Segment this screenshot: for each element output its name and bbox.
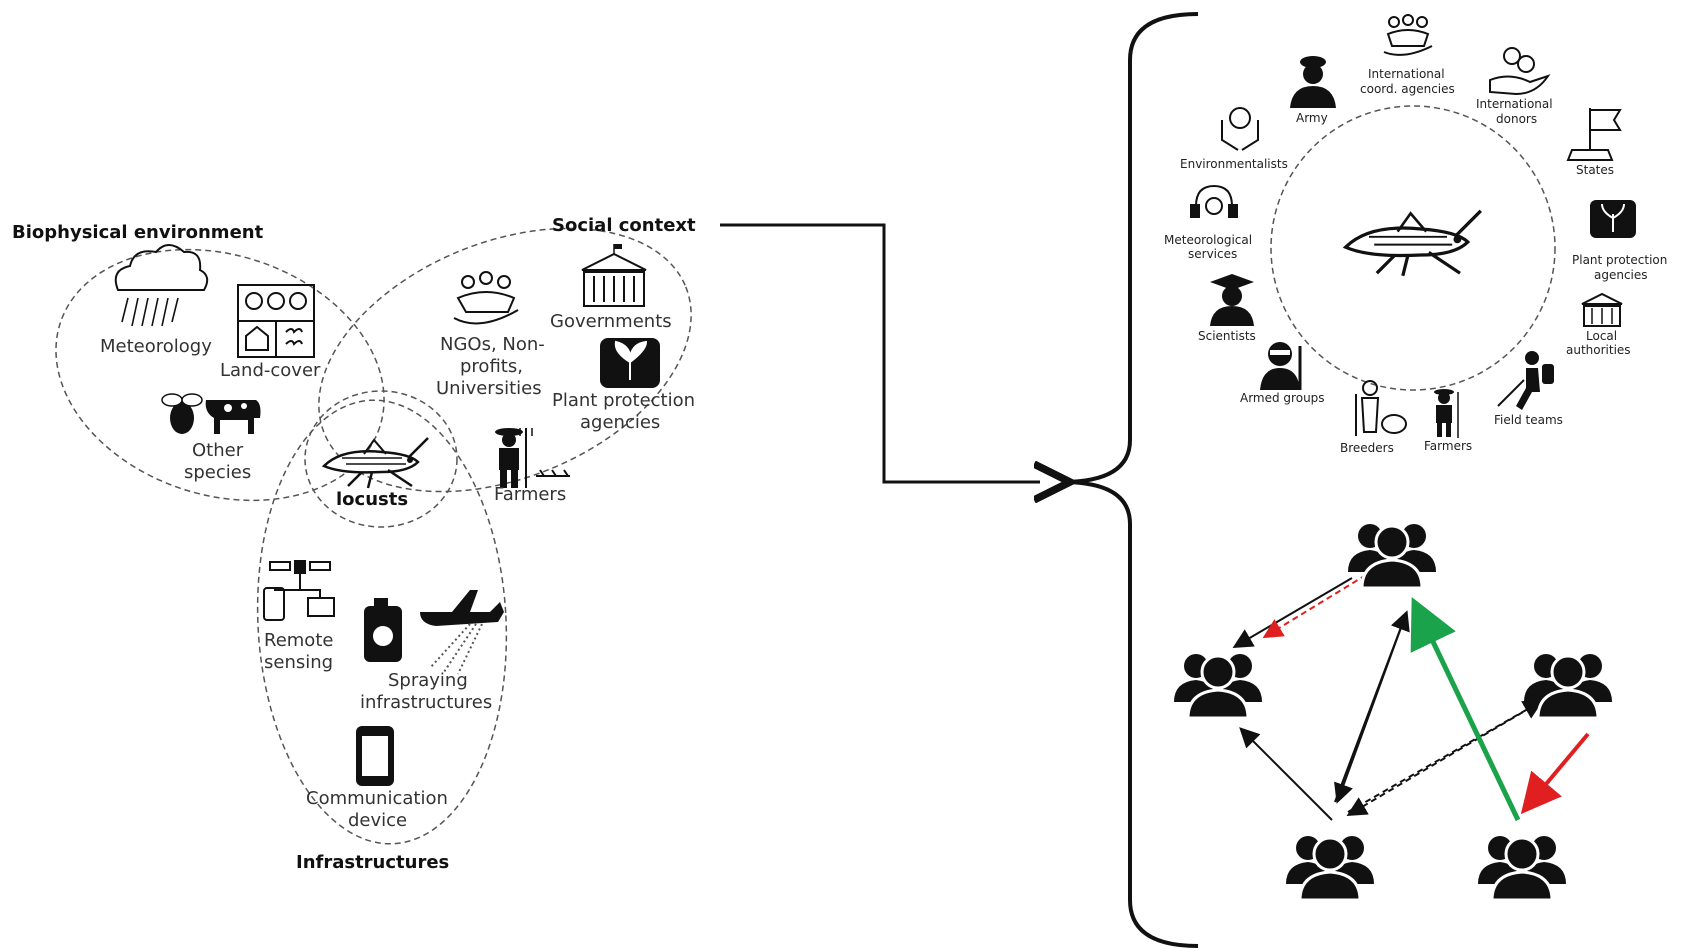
group-icon-bottom-left <box>1284 834 1376 902</box>
army-icon <box>1290 56 1336 108</box>
venn-diagram <box>55 227 692 845</box>
ngos-label-1: NGOs, Non- <box>440 334 545 355</box>
local-auth-label-2: authorities <box>1566 343 1631 357</box>
land-cover-label: Land-cover <box>220 360 321 381</box>
pp-agencies-icon <box>1590 200 1636 238</box>
field-teams-label: Field teams <box>1494 413 1563 427</box>
locusts-label: locusts <box>336 489 408 510</box>
farmers-label: Farmers <box>494 484 566 505</box>
actor-farmers-label: Farmers <box>1424 439 1472 453</box>
locusts-set <box>304 390 458 528</box>
pp-agencies-label-1: Plant protection <box>1572 253 1667 267</box>
donors-label-2: donors <box>1496 112 1537 126</box>
intl-coord-icon <box>1383 14 1433 56</box>
states-label: States <box>1576 163 1614 177</box>
network-graph <box>1232 574 1590 822</box>
communication-label-2: device <box>348 810 407 831</box>
spraying-label-2: infrastructures <box>360 692 492 713</box>
cloud-rain-icon <box>114 244 209 327</box>
actors-circle <box>1270 105 1556 391</box>
edge-top-to-bottomleft <box>1334 613 1407 804</box>
spraying-label-1: Spraying <box>388 670 468 691</box>
met-services-label-1: Meteorological <box>1164 233 1252 247</box>
curly-brace <box>1061 12 1199 948</box>
environmentalists-label: Environmentalists <box>1180 157 1288 171</box>
bee-icon <box>161 393 203 434</box>
group-icon-bottom-right <box>1476 834 1568 902</box>
field-teams-icon <box>1497 351 1554 410</box>
plant-protection-label-2: agencies <box>580 412 660 433</box>
group-icon-left <box>1172 652 1264 720</box>
locust-icon <box>322 436 430 490</box>
intl-coord-label-2: coord. agencies <box>1360 82 1455 96</box>
armed-groups-icon <box>1260 342 1302 390</box>
edge-right-to-bottomright-negative <box>1520 732 1590 815</box>
met-services-label-2: services <box>1188 247 1237 261</box>
plant-protection-icon <box>600 338 660 388</box>
army-label: Army <box>1296 111 1328 125</box>
donors-label-1: International <box>1476 97 1553 111</box>
local-auth-label-1: Local <box>1586 329 1617 343</box>
edge-top-to-left-negative <box>1262 574 1367 639</box>
scientists-label: Scientists <box>1198 329 1256 343</box>
cow-icon <box>205 400 261 434</box>
meteorology-label: Meteorology <box>100 336 212 357</box>
pp-agencies-label-2: agencies <box>1594 268 1648 282</box>
plant-protection-label-1: Plant protection <box>552 390 695 411</box>
connector-arrow <box>720 223 1040 482</box>
states-icon <box>1566 108 1622 161</box>
remote-sensing-label-2: sensing <box>264 652 333 673</box>
met-services-icon <box>1190 184 1238 218</box>
ngos-label-3: Universities <box>436 378 542 399</box>
land-cover-icon <box>237 284 315 358</box>
edge-top-to-left <box>1232 577 1353 649</box>
remote-sensing-label-1: Remote <box>264 630 333 651</box>
intl-coord-label-1: International <box>1368 67 1445 81</box>
airplane-icon <box>420 590 504 675</box>
edge-bottomright-to-top-positive <box>1410 596 1521 822</box>
governments-label: Governments <box>550 311 672 332</box>
sprayer-can-icon <box>364 598 402 662</box>
armed-groups-label: Armed groups <box>1240 391 1325 405</box>
edge-bottomleft-to-right <box>1347 700 1544 813</box>
farmer-icon <box>495 428 570 488</box>
social-set <box>318 227 692 493</box>
scientists-icon <box>1210 274 1254 326</box>
breeders-label: Breeders <box>1340 441 1394 455</box>
satellite-icon <box>263 560 335 621</box>
ngos-label-2: profits, <box>460 356 523 377</box>
other-species-label-2: species <box>184 462 251 483</box>
actor-farmer-icon <box>1434 389 1459 438</box>
actor-locust-icon <box>1343 209 1483 278</box>
communication-label-1: Communication <box>306 788 448 809</box>
other-species-label-1: Other <box>192 440 244 461</box>
biophysical-set <box>55 248 385 502</box>
government-building-icon <box>581 244 647 307</box>
biophysical-title: Biophysical environment <box>12 222 264 243</box>
breeders-icon <box>1355 380 1407 436</box>
donors-icon <box>1489 47 1551 96</box>
infrastructures-set <box>256 399 508 845</box>
phone-icon <box>356 726 394 786</box>
social-title: Social context <box>552 215 696 236</box>
infrastructures-title: Infrastructures <box>296 852 449 873</box>
environmentalists-icon <box>1221 107 1259 151</box>
group-icon-right <box>1522 652 1614 720</box>
edge-right-to-bottomleft <box>1346 701 1541 817</box>
edge-bottomleft-to-left <box>1239 727 1333 821</box>
people-hands-icon <box>453 271 519 325</box>
local-auth-icon <box>1581 292 1623 327</box>
